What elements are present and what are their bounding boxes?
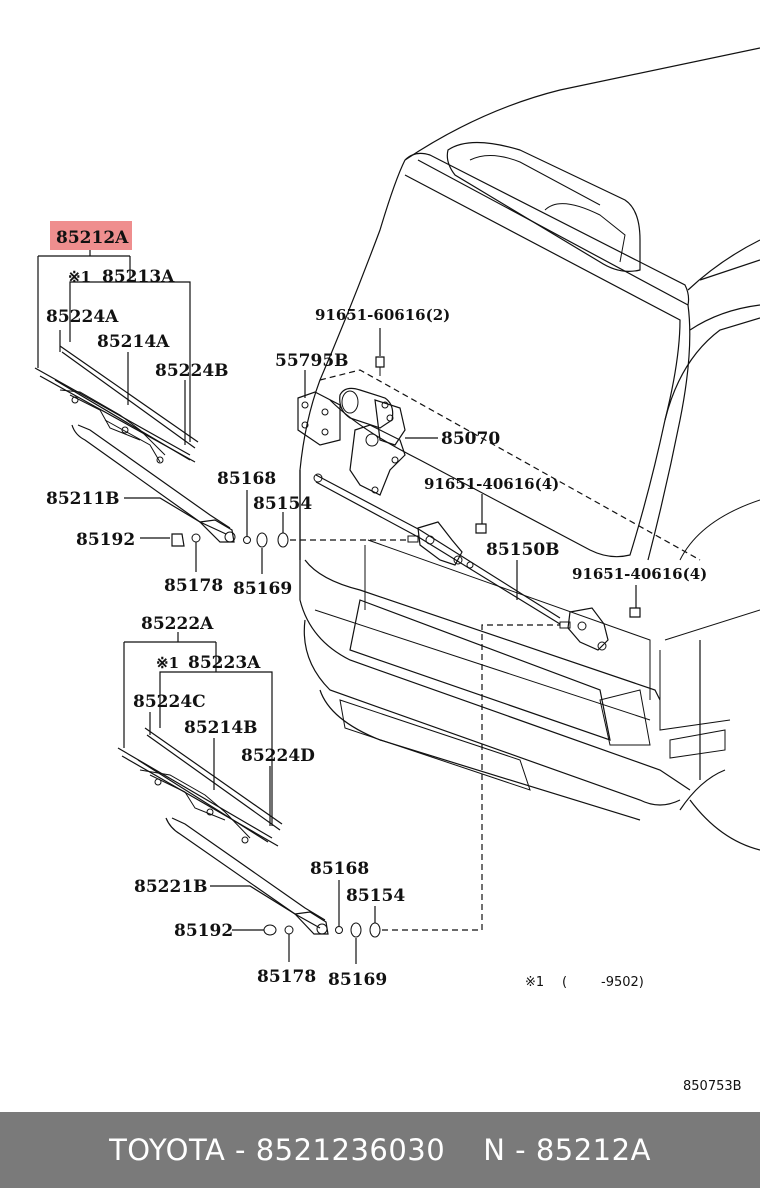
label-85150b: 85150B: [486, 540, 560, 560]
wiper-motor-assembly: [297, 356, 641, 651]
footer-bar: TOYOTA - 8521236030 N - 85212A: [0, 1112, 760, 1188]
footnote-mark: ※1: [525, 975, 544, 990]
label-85224d: 85224D: [241, 746, 315, 766]
highlight-box: [50, 221, 132, 250]
callout-labels: 85212A ※1 85213A 85224A 85214A 85224B 85…: [46, 221, 742, 1094]
label-85070: 85070: [441, 429, 500, 449]
label-85168-top: 85168: [217, 469, 276, 489]
label-85178-top: 85178: [164, 576, 223, 596]
wiper-arm-bottom: [165, 817, 329, 935]
label-85224b: 85224B: [155, 361, 229, 381]
label-85169-top: 85169: [233, 579, 292, 599]
label-85154-top: 85154: [253, 494, 312, 514]
asterisk-mark-top: ※1: [68, 268, 91, 286]
label-91651-40616-a: 91651-40616(4): [424, 475, 559, 493]
label-85223a: 85223A: [188, 653, 261, 673]
label-85192-top: 85192: [76, 530, 135, 550]
footer-reference: N - 85212A: [483, 1133, 651, 1167]
label-55795b: 55795B: [275, 351, 349, 371]
label-91651-40616-b: 91651-40616(4): [572, 565, 707, 583]
leader-lines: [37, 248, 637, 964]
label-85211b: 85211B: [46, 489, 120, 509]
small-parts-top: [171, 532, 289, 548]
label-85169-bottom: 85169: [328, 970, 387, 990]
label-85192-bottom: 85192: [174, 921, 233, 941]
label-85178-bottom: 85178: [257, 967, 316, 987]
label-85222a: 85222A: [141, 614, 214, 634]
footer-part-number: TOYOTA - 8521236030: [109, 1133, 446, 1167]
label-85221b: 85221B: [134, 877, 208, 897]
label-85213a: 85213A: [102, 267, 175, 287]
label-85154-bottom: 85154: [346, 886, 405, 906]
footnote-range: -9502): [601, 975, 644, 990]
illustration-code: 850753B: [683, 1079, 742, 1094]
label-85214a: 85214A: [97, 332, 170, 352]
rear-wiper-blade-top: [34, 345, 199, 464]
label-85224c: 85224C: [133, 692, 206, 712]
footnote-open: (: [562, 975, 567, 990]
vehicle-rear-body: [299, 47, 760, 851]
wiper-arm-top: [71, 424, 236, 543]
label-85212a: 85212A: [56, 228, 129, 248]
label-85214b: 85214B: [184, 718, 258, 738]
label-85224a: 85224A: [46, 307, 119, 327]
label-85168-bottom: 85168: [310, 859, 369, 879]
asterisk-mark-bottom: ※1: [156, 654, 179, 672]
label-91651-60616: 91651-60616(2): [315, 306, 450, 324]
small-parts-bottom: [263, 922, 381, 938]
